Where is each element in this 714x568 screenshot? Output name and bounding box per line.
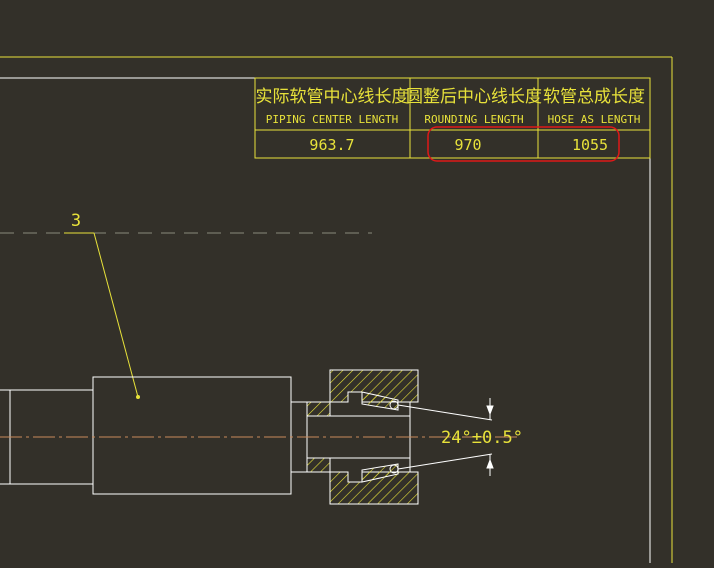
fitting-nut bbox=[306, 369, 419, 505]
angle-tolerance-label: 24°±0.5° bbox=[441, 428, 523, 448]
angle-dimension bbox=[397, 398, 494, 476]
angle-leg-top bbox=[397, 404, 493, 421]
table-border bbox=[254, 77, 651, 159]
col1-value: 963.7 bbox=[309, 136, 354, 154]
col2-title-cn: 圆整后中心线长度 bbox=[406, 87, 542, 107]
col1-title-en: PIPING CENTER LENGTH bbox=[266, 113, 398, 126]
table-text: 实际软管中心线长度 PIPING CENTER LENGTH 963.7 圆整后… bbox=[256, 87, 646, 154]
col2-value: 970 bbox=[454, 136, 481, 154]
col3-title-en: HOSE AS LENGTH bbox=[548, 113, 641, 126]
highlight-box bbox=[427, 126, 620, 162]
callout-dot bbox=[136, 395, 140, 399]
arrow-bottom bbox=[486, 458, 494, 469]
col3-value: 1055 bbox=[572, 136, 608, 154]
cone-seat-bottom bbox=[361, 463, 399, 483]
callout-label: 3 bbox=[71, 211, 81, 231]
arrow-top bbox=[486, 405, 494, 416]
angle-leg-bottom bbox=[397, 453, 493, 470]
col2-title-en: ROUNDING LENGTH bbox=[424, 113, 523, 126]
col3-title-cn: 软管总成长度 bbox=[543, 87, 645, 107]
callout-leader bbox=[93, 232, 139, 398]
length-table bbox=[254, 77, 651, 159]
callout-3: 3 bbox=[64, 211, 140, 399]
col1-title-cn: 实际软管中心线长度 bbox=[256, 87, 409, 107]
crimp-sleeve bbox=[92, 376, 292, 495]
hose-assembly bbox=[0, 376, 308, 495]
cone-seat-top bbox=[361, 391, 399, 411]
